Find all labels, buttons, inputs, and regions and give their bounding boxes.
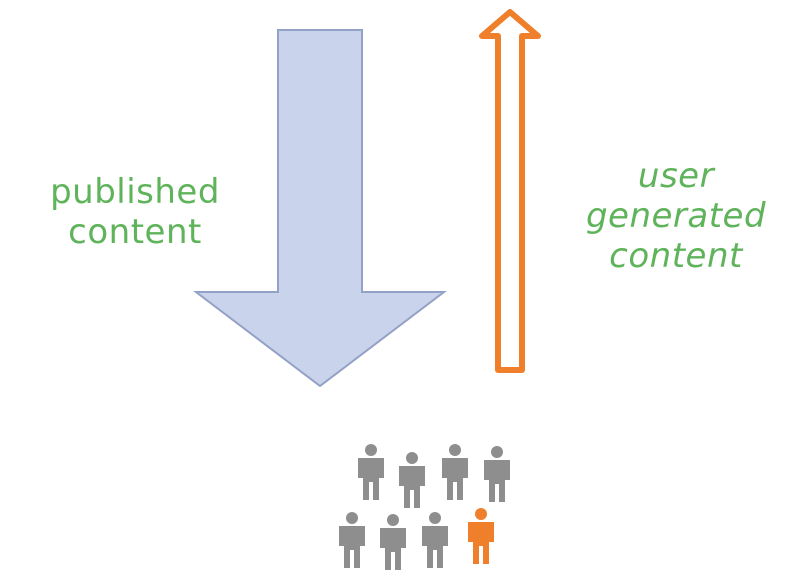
- published-label-line-2: content: [68, 212, 202, 252]
- person-icon: [358, 444, 384, 500]
- published-content-label: published content: [20, 172, 250, 252]
- person-icon-highlighted: [468, 508, 494, 564]
- person-icon: [339, 512, 365, 568]
- user-generated-content-label: user generated content: [548, 156, 804, 276]
- person-icon: [422, 512, 448, 568]
- up-arrow-icon: [479, 9, 541, 373]
- published-label-line-1: published: [50, 172, 220, 212]
- ugc-label-line-2: generated: [585, 196, 767, 236]
- down-arrow-icon: [193, 29, 447, 388]
- ugc-label-line-1: user: [637, 156, 715, 196]
- audience-group: [339, 444, 510, 570]
- person-icon: [484, 446, 510, 502]
- ugc-label-line-3: content: [609, 236, 743, 276]
- person-icon: [399, 452, 425, 508]
- person-icon: [380, 514, 406, 570]
- person-icon: [442, 444, 468, 500]
